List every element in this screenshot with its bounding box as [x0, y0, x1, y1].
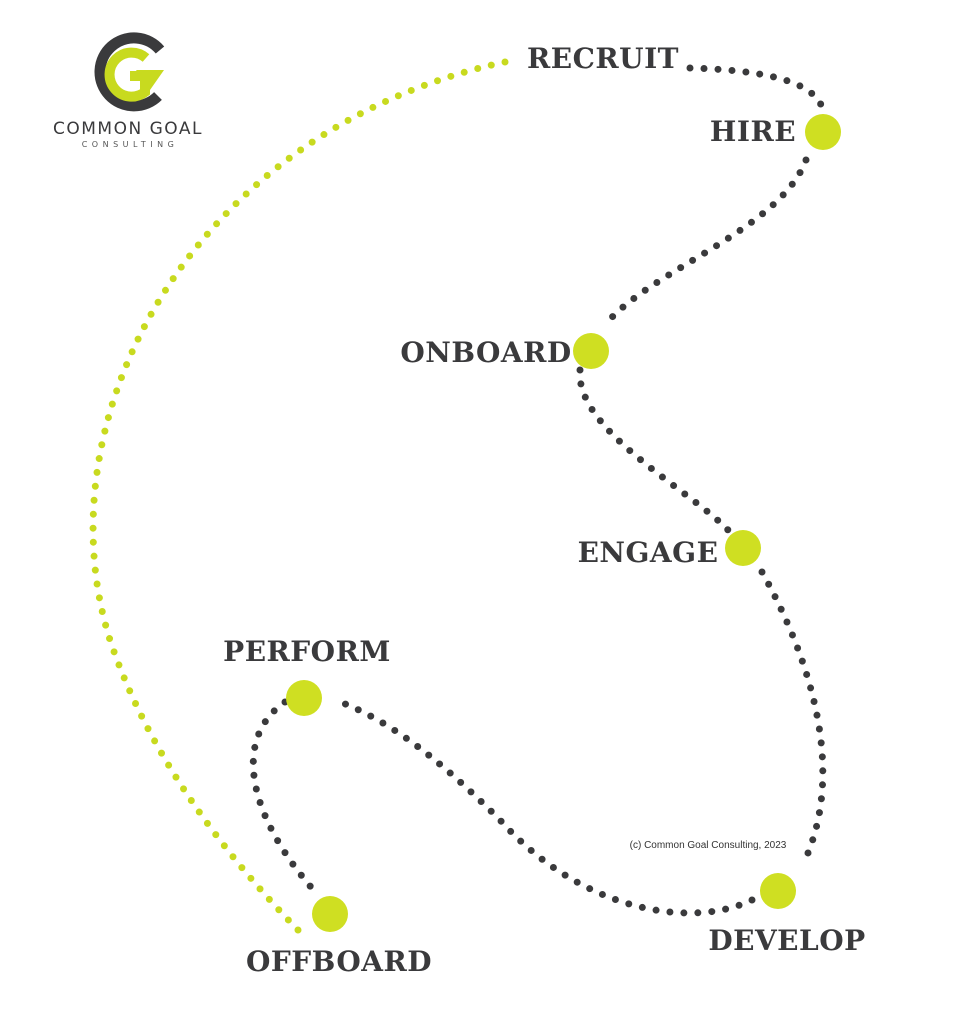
develop-marker: [760, 873, 796, 909]
stage-label-engage: ENGAGE: [578, 536, 719, 569]
copyright-notice: (c) Common Goal Consulting, 2023: [630, 840, 787, 851]
logo-subtitle: CONSULTING: [82, 140, 179, 149]
stage-label-hire: HIRE: [710, 115, 796, 148]
company-logo: COMMON GOAL CONSULTING: [53, 32, 203, 149]
engage-marker: [725, 530, 761, 566]
stage-label-recruit: RECRUIT: [527, 42, 679, 75]
logo-name: COMMON GOAL: [53, 119, 203, 139]
stage-label-onboard: ONBOARD: [400, 336, 571, 369]
stage-label-perform: PERFORM: [223, 635, 391, 668]
stage-label-offboard: OFFBOARD: [246, 945, 432, 978]
lifecycle-path: [249, 64, 827, 917]
onboard-marker: [573, 333, 609, 369]
stage-label-develop: DEVELOP: [708, 924, 865, 957]
logo-mark-icon: [94, 32, 165, 112]
hire-marker: [805, 114, 841, 150]
offboard-marker: [312, 896, 348, 932]
return-path: [89, 58, 509, 934]
perform-marker: [286, 680, 322, 716]
